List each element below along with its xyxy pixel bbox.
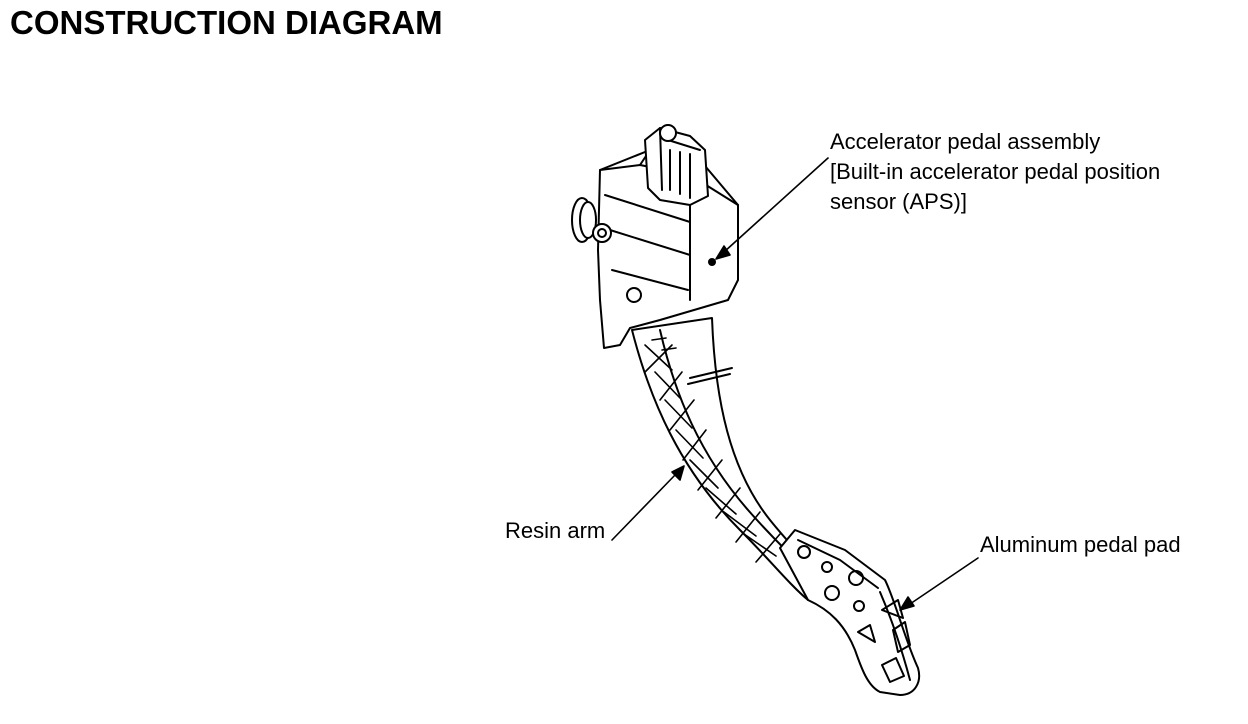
aluminum-pedal-pad-shape — [779, 529, 920, 696]
label-assembly-line3: sensor (APS)] — [830, 189, 967, 214]
page-title: CONSTRUCTION DIAGRAM — [10, 4, 443, 41]
label-resin-arm: Resin arm — [505, 518, 606, 543]
label-accelerator-pedal-assembly: Accelerator pedal assembly [Built-in acc… — [830, 127, 1160, 217]
label-assembly-line1: Accelerator pedal assembly — [830, 129, 1101, 154]
leader-lines — [611, 157, 979, 611]
aps-housing-shape — [571, 124, 739, 349]
label-assembly-line2: [Built-in accelerator pedal position — [830, 159, 1161, 184]
label-aluminum-pedal-pad: Aluminum pedal pad — [980, 532, 1181, 557]
